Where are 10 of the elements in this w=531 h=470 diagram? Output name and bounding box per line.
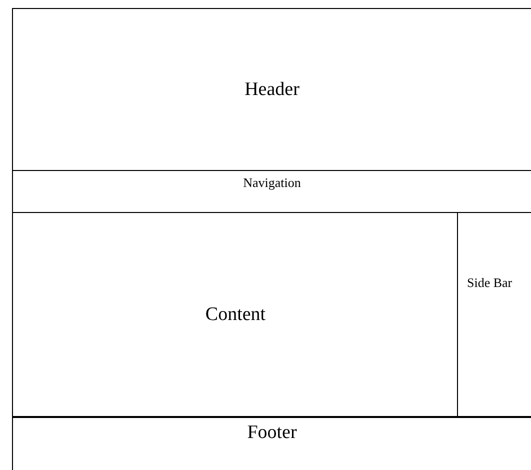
region-label: Content — [205, 304, 266, 326]
layout-region — [12, 8, 531, 170]
region-label: Footer — [247, 422, 297, 444]
region-label: Side Bar — [467, 275, 512, 291]
layout-region — [12, 212, 458, 417]
region-label: Navigation — [243, 175, 301, 191]
region-label: Header — [244, 78, 300, 100]
layout-region — [12, 170, 531, 212]
layout-region — [457, 212, 531, 417]
layout-region — [12, 417, 531, 470]
